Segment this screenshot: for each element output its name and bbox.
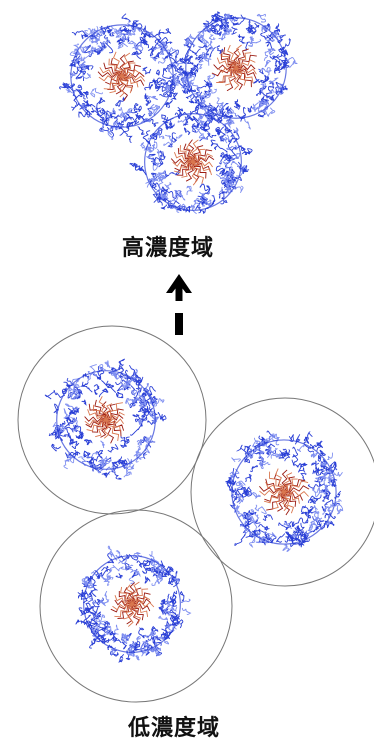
arrow-up-icon [166, 274, 192, 335]
micelle-high-3 [129, 102, 253, 215]
micelle-low-3 [75, 545, 192, 663]
micelle-high-2 [169, 11, 298, 130]
boundary-circle [39, 509, 233, 703]
micelle-low-2 [225, 430, 344, 552]
micelles [44, 11, 344, 663]
micelle-low-1 [44, 358, 167, 480]
micelle-high-1 [59, 13, 187, 143]
boundary-circle [190, 397, 374, 587]
boundary-circle [17, 325, 207, 515]
low-concentration-label: 低濃度域 [128, 716, 221, 741]
high-concentration-label: 高濃度域 [122, 236, 215, 261]
exclusion-boundaries [17, 325, 374, 703]
